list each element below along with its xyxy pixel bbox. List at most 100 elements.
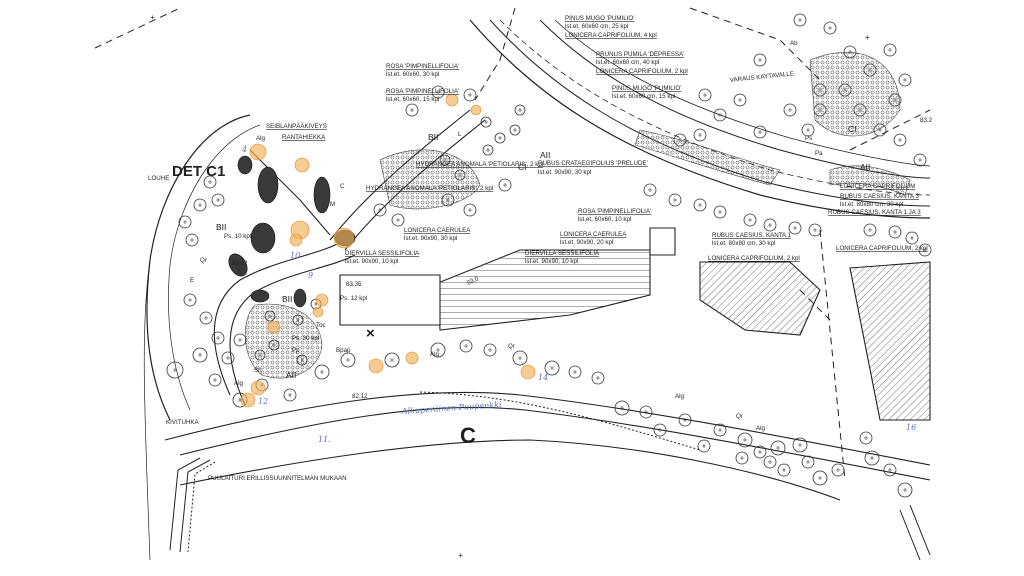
tree-center-mark [288, 393, 292, 397]
tree-center-mark [923, 248, 927, 252]
tree-symbol [340, 352, 356, 368]
tree-center-mark [620, 406, 624, 410]
species-code: Pp [292, 347, 300, 354]
plant-label-spec: lst.et. 80x80 cm, 30 kpl [840, 201, 903, 208]
tree-center-mark [188, 298, 192, 302]
tree-symbol [211, 331, 225, 345]
species-code: Bpap [336, 347, 351, 354]
tree-symbol [480, 116, 492, 128]
tree-center-mark [888, 48, 892, 52]
tree-center-mark [658, 428, 662, 432]
tree-center-mark [208, 180, 212, 184]
quantity-label: Ps. 10 kpl [224, 233, 251, 240]
plus-marker: + [865, 32, 870, 42]
quantity-label: Ps. 30 kpl [292, 335, 319, 342]
tree-center-mark [446, 198, 450, 202]
handwritten-number: 12 [258, 397, 268, 406]
plant-label-spec: lst.et. 60x60, 15 kpl [386, 96, 439, 103]
tree-center-mark [918, 158, 922, 162]
tree-symbol [673, 133, 687, 147]
handwritten-number: 16 [906, 423, 916, 432]
tree-center-mark [458, 173, 462, 177]
tree-center-mark [518, 356, 522, 360]
tree-center-mark [550, 366, 554, 370]
highlighted-plant-marker [315, 293, 329, 307]
plant-label-name: DIERVILLA SESSILIFOLIA [345, 250, 420, 257]
species-code: Toc [316, 322, 326, 329]
highlighted-plant-marker [312, 306, 324, 318]
species-code: Alg [234, 380, 244, 387]
plant-label-spec: lst.et. 80x80 cm, 30 kpl [712, 240, 775, 247]
tree-center-mark [378, 208, 382, 212]
species-code: Alg [430, 351, 440, 358]
tree-symbol [883, 463, 897, 477]
tree-symbol [735, 451, 749, 465]
tree-center-mark [183, 220, 187, 224]
plant-label-name: PINUS MUGO 'PUMILIO' [612, 85, 681, 92]
elevation: 83.35 [346, 281, 362, 288]
highlighted-plant-marker [520, 364, 536, 380]
dashed-boundaries [94, 7, 931, 481]
tree-center-mark [390, 358, 394, 362]
elevation: 82.12 [352, 393, 368, 400]
tree-symbol [653, 423, 667, 437]
tree-center-mark [893, 230, 897, 234]
tree-symbol [678, 413, 692, 427]
tree-center-mark [788, 108, 792, 112]
tree-symbol [268, 339, 280, 351]
species-code: Ab [790, 40, 798, 47]
tree-symbol [430, 342, 446, 358]
elevation: 83.0 [466, 275, 480, 287]
tree-center-mark [718, 428, 722, 432]
plant-label-name: DIERVILLA SESSILIFOLIA [525, 250, 600, 257]
tree-center-mark [268, 314, 272, 318]
label-rantahiekka: RANTAHIEKKA [282, 134, 326, 141]
tree-center-mark [768, 460, 772, 464]
tree-symbol [753, 125, 767, 139]
tree-center-mark [443, 158, 447, 162]
tree-center-mark [903, 78, 907, 82]
tree-center-mark [743, 438, 747, 442]
highlighted-plant-marker [240, 392, 256, 408]
plant-label-name: HYDRANGEA ANOMALA 'PETIOLARIS', 2 kpl [416, 161, 543, 168]
tree-symbol [439, 154, 451, 166]
plant-label-spec: lst.et. 90x90, 30 kpl [404, 235, 457, 242]
tree-center-mark [818, 88, 822, 92]
area-code: AII [286, 370, 296, 380]
tree-symbol [463, 88, 477, 102]
tree-center-mark [573, 370, 577, 374]
tree-symbol [777, 463, 791, 477]
tree-center-mark [596, 376, 600, 380]
plant-label-spec: lst.et. 60x60 cm, 15 kpl [612, 93, 675, 100]
tree-center-mark [683, 418, 687, 422]
tree-center-mark [798, 443, 802, 447]
tree-symbol [264, 310, 276, 322]
tree-center-mark [644, 410, 648, 414]
tree-symbol [792, 437, 808, 453]
highlighted-plant-marker [445, 93, 459, 107]
tree-center-mark [718, 210, 722, 214]
tree-center-mark [818, 108, 822, 112]
tree-symbol [192, 347, 208, 363]
tree-center-mark [648, 188, 652, 192]
tree-symbol [203, 175, 217, 189]
species-code: K [238, 268, 243, 275]
plant-label-name: ROSA 'PIMPINELLIFOLIA' [386, 88, 459, 95]
tree-center-mark [410, 108, 414, 112]
tree-symbol [193, 198, 207, 212]
tree-symbol [463, 203, 477, 217]
tree-symbol [888, 93, 902, 107]
tree-symbol [801, 455, 815, 469]
tree-symbol [863, 223, 877, 237]
tree-center-mark [216, 336, 220, 340]
plant-label-name: LONICERA CAERULEA [560, 231, 627, 238]
shoreline [143, 114, 261, 561]
area-code: BII [216, 222, 226, 232]
tree-symbol [788, 221, 802, 235]
plus-marker: + [458, 550, 463, 560]
tree-center-mark [272, 343, 276, 347]
tree-symbol [639, 405, 653, 419]
pier [169, 391, 931, 561]
plant-label-name: LONICERA CAPRIFOLIUM, 2 kpl [708, 255, 800, 262]
species-code: Alg [256, 135, 266, 142]
